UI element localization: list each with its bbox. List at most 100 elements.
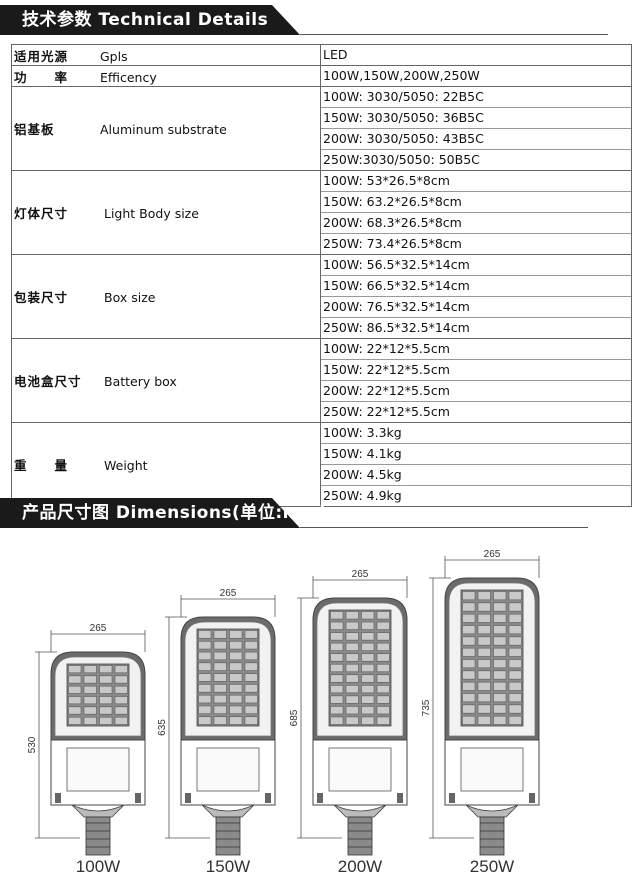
dimensions-header: 产品尺寸图 Dimensions(单位:mm) — [0, 498, 588, 528]
spec-label-en: Weight — [104, 458, 148, 473]
led-chip — [493, 715, 507, 725]
spec-label-cn: 电池盒尺寸 — [14, 374, 82, 389]
led-chip — [462, 715, 476, 725]
width-label: 265 — [90, 623, 107, 634]
spec-value: 200W: 3030/5050: 43B5C — [321, 128, 631, 149]
height-label: 735 — [421, 699, 432, 716]
width-label: 265 — [352, 569, 369, 580]
spec-value: 150W: 3030/5050: 36B5C — [321, 107, 631, 128]
spec-value: 100W: 56.5*32.5*14cm — [323, 257, 470, 272]
led-chip — [345, 685, 359, 694]
led-chip — [493, 625, 507, 635]
led-chip — [213, 673, 227, 682]
led-chip — [462, 647, 476, 657]
led-chip — [68, 706, 82, 715]
led-chip — [83, 716, 97, 725]
spec-value: 250W: 73.4*26.5*8cm — [321, 233, 631, 254]
battery-box — [66, 747, 130, 792]
led-chip — [477, 681, 491, 691]
led-chip — [114, 696, 128, 705]
led-chip — [462, 681, 476, 691]
led-chip — [361, 642, 375, 651]
led-chip — [493, 647, 507, 657]
led-chip — [330, 632, 344, 641]
header-rule — [300, 34, 608, 35]
led-chip — [198, 684, 212, 693]
led-chip — [99, 696, 113, 705]
led-chip — [345, 611, 359, 620]
lamp-model-label: 200W — [338, 857, 382, 876]
led-chip — [114, 716, 128, 725]
spec-value: 100W: 22*12*5.5cm — [323, 341, 450, 356]
led-chip — [244, 694, 258, 704]
led-chip — [198, 640, 212, 650]
led-chip — [493, 681, 507, 691]
led-chip — [213, 640, 227, 650]
led-chip — [68, 696, 82, 705]
led-chip — [361, 653, 375, 662]
led-chip — [99, 685, 113, 694]
spec-label-cn: 铝基板 — [14, 122, 55, 137]
led-chip — [229, 684, 243, 693]
led-chip — [376, 653, 390, 662]
led-chip — [376, 621, 390, 630]
led-chip — [330, 611, 344, 620]
led-chip — [361, 674, 375, 683]
lamp-model-label: 250W — [470, 857, 514, 876]
led-chip — [114, 665, 128, 674]
led-chip — [99, 675, 113, 684]
spec-value: 100W: 3.3kg — [323, 425, 402, 440]
led-chip — [345, 674, 359, 683]
spec-value: 250W:3030/5050: 50B5C — [321, 149, 631, 170]
led-chip — [244, 705, 258, 715]
spec-label-cn: 功 率 — [14, 69, 69, 85]
led-chip — [114, 685, 128, 694]
led-chip — [508, 625, 522, 635]
led-chip — [345, 621, 359, 630]
led-chip — [83, 665, 97, 674]
spec-value: 200W: 22*12*5.5cm — [321, 380, 631, 401]
led-chip — [198, 716, 212, 725]
bracket-left — [185, 793, 191, 803]
led-chip — [462, 704, 476, 714]
led-chip — [330, 695, 344, 704]
led-chip — [213, 694, 227, 704]
led-chip — [508, 681, 522, 691]
led-chip — [99, 716, 113, 725]
width-label: 265 — [220, 588, 237, 599]
led-chip — [213, 705, 227, 715]
led-chip — [361, 621, 375, 630]
led-chip — [462, 636, 476, 646]
bracket-right — [397, 793, 403, 803]
led-chip — [376, 611, 390, 620]
led-chip — [229, 640, 243, 650]
led-chip — [376, 674, 390, 683]
led-chip — [508, 693, 522, 703]
led-chip — [244, 673, 258, 682]
spec-label-cn: 包装尺寸 — [14, 290, 69, 305]
led-chip — [244, 640, 258, 650]
led-chip — [213, 716, 227, 725]
bracket-left — [317, 793, 323, 803]
spec-value: 150W: 4.1kg — [321, 443, 631, 464]
led-chip — [213, 630, 227, 639]
led-chip — [493, 636, 507, 646]
lamp-neck — [201, 804, 255, 818]
led-chip — [477, 659, 491, 669]
led-chip — [508, 670, 522, 680]
led-chip — [330, 642, 344, 651]
led-chip — [99, 665, 113, 674]
led-chip — [213, 684, 227, 693]
header-bar — [0, 5, 300, 35]
bracket-left — [55, 793, 61, 803]
led-chip — [508, 636, 522, 646]
led-chip — [477, 704, 491, 714]
